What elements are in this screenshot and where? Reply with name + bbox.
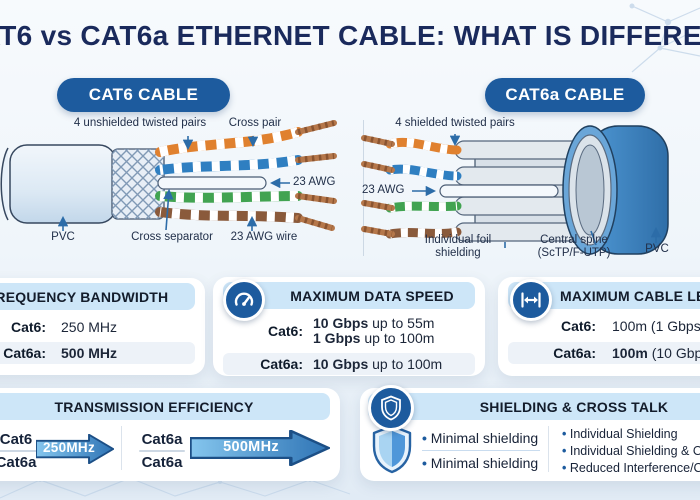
speedometer-icon [223,279,265,321]
cat6-cable-cut-end [0,147,9,221]
shield-icon [368,385,414,431]
panel-max-data-speed: MAXIMUM DATA SPEED Cat6: 10 Gbps up to 5… [213,277,485,376]
cat6-label-pairs: 4 unshielded twisted pairs [73,117,207,129]
arrow-250mhz [36,434,114,464]
row-label: Cat6: [10,319,46,335]
length-rows: Cat6: 100m (1 Gbps) Cat6a: 100m (10 Gbps… [508,315,700,364]
list-item: Minimal shielding [422,450,540,471]
speed-row-cat6: Cat6: 10 Gbps up to 55m 1 Gbps up to 100… [223,313,475,349]
panel-frequency-bandwidth: FREQUENCY BANDWIDTH Cat6: 250 MHz Cat6a:… [0,278,205,375]
cat6-label-cross-pair: Cross pair [228,117,282,129]
panel-shielding-crosstalk: SHIELDING & CROSS TALK Minimal shielding… [360,385,700,481]
shielding-cat6-list: Minimal shielding Minimal shielding [422,430,540,471]
cat6a-cable-graphic [361,125,669,255]
row-label: Cat6a: [3,345,46,361]
cat6-label-arrows [57,136,290,231]
cat6-wire-pairs [155,120,337,231]
cat6-label-cross-separator: Cross separator [131,231,213,243]
cat6-central-wire [157,176,267,190]
label-divider [139,450,185,452]
arrow-500mhz [190,430,330,466]
row-value: 250 MHz [61,319,118,335]
cat6a-label-awg: 23 AWG [362,184,405,196]
row-label: Cat6: [267,323,303,339]
shield-body-icon [372,424,412,474]
transmission-group1-labels: Cat6 Cat6a [0,430,42,472]
row-label: Cat6: [560,318,596,334]
cat6a-wire-pairs [361,135,462,239]
cat6-pvc-jacket [9,144,117,224]
transmission-divider [121,426,122,470]
cat6a-label-arrows [412,134,662,248]
frequency-row-cat6: Cat6: 250 MHz [0,316,195,338]
speed-row-cat6a: Cat6a: 10 Gbps up to 100m [223,353,475,375]
panel-transmission-efficiency: TRANSMISSION EFFICIENCY Cat6 Cat6a 250MH… [0,388,340,481]
shielding-cat6a-list: Individual Shielding Individual Shieldin… [562,426,700,477]
shielding-divider [548,426,549,472]
shielding-panel-header: SHIELDING & CROSS TALK [368,393,700,420]
cat6a-label-central-spline: Central splne (ScTP/F-UTP) [537,234,611,259]
row-value: 10 Gbps up to 100m [313,356,443,372]
cat6-label-awg: 23 AWG [293,176,336,188]
arrow-500mhz-label: 500MHz [223,439,279,455]
row-label: Cat6a: [553,345,596,361]
speed-panel-header: MAXIMUM DATA SPEED [223,282,475,309]
cat6a-label-foil-shielding: Individual foil shielding [424,234,492,259]
speed-rows: Cat6: 10 Gbps up to 55m 1 Gbps up to 100… [223,313,475,375]
cat6a-badge: CAT6a CABLE [485,78,645,112]
transmission-panel-header: TRANSMISSION EFFICIENCY [0,393,330,420]
transmission-group2-labels: Cat6a Cat6a [136,430,188,472]
length-row-cat6a: Cat6a: 100m (10 Gbps) [508,342,700,364]
label-divider [0,450,39,452]
row-value: 100m (10 Gbps) [612,345,700,361]
diagram-divider [363,120,364,256]
frequency-rows: Cat6: 250 MHz Cat6a: 500 MHz [0,316,195,364]
list-item: Reduced Interference/Crosstalk [562,460,700,477]
row-value: 10 Gbps up to 55m 1 Gbps up to 100m [313,315,435,346]
frequency-panel-header: FREQUENCY BANDWIDTH [0,283,195,310]
row-label: Cat6a: [260,356,303,372]
panel-max-cable-length: MAXIMUM CABLE LENGTH Cat6: 100m (1 Gbps)… [498,277,700,376]
frequency-row-cat6a: Cat6a: 500 MHz [0,342,195,364]
cat6-label-pvc: PVC [51,231,75,243]
cat6-cable-graphic [0,120,337,231]
cat6-braid-mesh [111,148,165,220]
cat6-badge: CAT6 CABLE [57,78,230,112]
row-value: 100m (1 Gbps) [612,318,700,334]
cat6-label-awg-wire: 23 AWG wire [230,231,298,243]
list-item: Minimal shielding [422,430,540,446]
row-value: 500 MHz [61,345,118,361]
cat6a-pvc-jacket [562,125,669,255]
cat6a-label-pairs: 4 shielded twisted pairs [395,117,515,129]
cat6a-label-pvc: PVC [645,243,669,255]
page-title: CAT6 vs CAT6a ETHERNET CABLE: WHAT IS DI… [0,20,700,51]
cat6a-foil-tubes [454,140,584,242]
list-item: Individual Shielding [562,426,700,443]
list-item: Individual Shielding & Overall [562,443,700,460]
cat6a-central-wire [439,184,559,198]
length-row-cat6: Cat6: 100m (1 Gbps) [508,315,700,337]
arrow-250mhz-label: 250MHz [42,440,96,455]
length-icon [510,279,552,321]
network-decor-top-right [629,3,700,73]
